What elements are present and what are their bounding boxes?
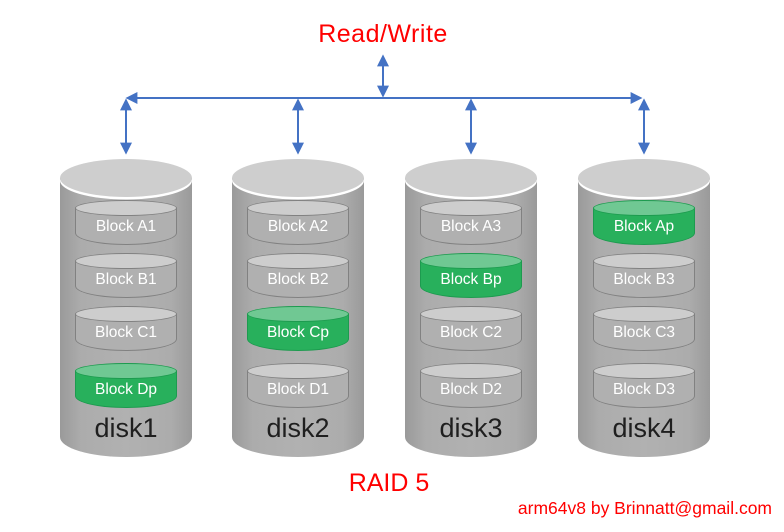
- block-label: Block Dp: [94, 381, 158, 398]
- block-cylinder-top: [247, 253, 349, 269]
- block-label: Block Bp: [440, 271, 502, 288]
- read-write-label: Read/Write: [318, 20, 448, 48]
- disk-4: Block Ap Block B3 Block C3 Block D3 disk…: [578, 159, 710, 457]
- block-ap-parity: Block Ap: [593, 200, 695, 245]
- block-cylinder-top: [75, 306, 177, 322]
- raid5-caption: RAID 5: [348, 469, 430, 497]
- block-cylinder-top: [420, 200, 522, 216]
- block-cylinder-top: [593, 306, 695, 322]
- block-cylinder-top: [420, 363, 522, 379]
- disk-4-label: disk4: [612, 413, 676, 443]
- disk-1-label: disk1: [94, 413, 158, 443]
- block-d1: Block D1: [247, 363, 349, 408]
- block-a1: Block A1: [75, 200, 177, 245]
- block-c2: Block C2: [420, 306, 522, 351]
- block-a2: Block A2: [247, 200, 349, 245]
- block-b3: Block B3: [593, 253, 695, 298]
- block-cp-parity: Block Cp: [247, 306, 349, 351]
- block-cylinder-top: [75, 363, 177, 379]
- disk-2-cylinder-top: [232, 159, 364, 197]
- block-c3: Block C3: [593, 306, 695, 351]
- disk-2: Block A2 Block B2 Block Cp Block D1 disk…: [232, 159, 364, 457]
- block-label: Block C3: [612, 324, 676, 341]
- block-label: Block D3: [612, 381, 676, 398]
- disk-3: Block A3 Block Bp Block C2 Block D2 disk…: [405, 159, 537, 457]
- block-label: Block A1: [95, 218, 157, 235]
- block-d3: Block D3: [593, 363, 695, 408]
- block-cylinder-top: [247, 200, 349, 216]
- block-label: Block B2: [267, 271, 329, 288]
- block-label: Block A3: [440, 218, 502, 235]
- disk-3-cylinder-top: [405, 159, 537, 197]
- disk-1: Block A1 Block B1 Block C1 Block Dp disk…: [60, 159, 192, 457]
- block-cylinder-top: [420, 306, 522, 322]
- block-cylinder-top: [593, 363, 695, 379]
- block-a3: Block A3: [420, 200, 522, 245]
- block-label: Block D1: [266, 381, 330, 398]
- block-cylinder-top: [75, 200, 177, 216]
- block-label: Block D2: [439, 381, 503, 398]
- block-label: Block A2: [267, 218, 329, 235]
- block-label: Block Cp: [266, 324, 330, 341]
- disk-2-label: disk2: [266, 413, 330, 443]
- block-bp-parity: Block Bp: [420, 253, 522, 298]
- block-label: Block Ap: [613, 218, 675, 235]
- disk-1-cylinder-top: [60, 159, 192, 197]
- disk-3-label: disk3: [439, 413, 503, 443]
- block-label: Block C2: [439, 324, 503, 341]
- block-d2: Block D2: [420, 363, 522, 408]
- block-cylinder-top: [75, 253, 177, 269]
- block-cylinder: [420, 261, 522, 298]
- block-cylinder-top: [247, 306, 349, 322]
- block-label: Block B1: [95, 271, 157, 288]
- block-b1: Block B1: [75, 253, 177, 298]
- block-label: Block C1: [94, 324, 158, 341]
- block-cylinder-top: [247, 363, 349, 379]
- bus-connectors: [120, 54, 650, 155]
- block-label: Block B3: [613, 271, 675, 288]
- block-dp-parity: Block Dp: [75, 363, 177, 408]
- watermark: arm64v8 by Brinnatt@gmail.com: [517, 498, 772, 518]
- block-cylinder: [247, 371, 349, 408]
- block-cylinder-top: [593, 253, 695, 269]
- block-cylinder-top: [420, 253, 522, 269]
- block-b2: Block B2: [247, 253, 349, 298]
- block-c1: Block C1: [75, 306, 177, 351]
- block-cylinder-top: [593, 200, 695, 216]
- disk-4-cylinder-top: [578, 159, 710, 197]
